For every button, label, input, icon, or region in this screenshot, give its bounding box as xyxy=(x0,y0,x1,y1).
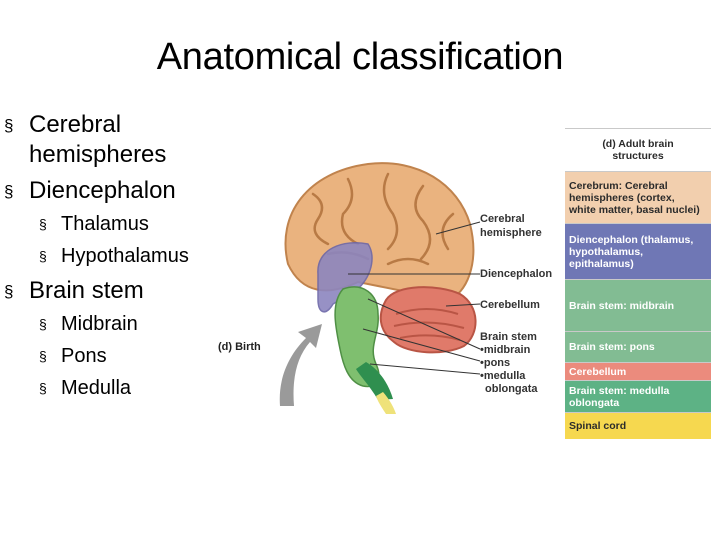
bullet-marker-icon: § xyxy=(39,380,47,396)
label-cerebral-line2: hemisphere xyxy=(480,227,542,239)
label-brainstem-line2: •midbrain xyxy=(480,344,531,356)
table-cell-line: Spinal cord xyxy=(569,420,627,432)
bullet-marker-icon: § xyxy=(4,182,14,201)
table-row: Spinal cord xyxy=(565,412,711,439)
sub-bullet-text: Hypothalamus xyxy=(61,245,189,267)
bullet-text: Diencephalon xyxy=(29,177,176,204)
structures-table: (d) Adult brain structures Cerebrum: Cer… xyxy=(565,128,711,439)
label-brainstem-line5: oblongata xyxy=(485,383,538,395)
table-cell-line: Cerebellum xyxy=(569,365,627,378)
spinal-cord-shape xyxy=(376,392,396,414)
table-cell-line: epithalamus) xyxy=(569,257,634,270)
sub-bullet-text: Thalamus xyxy=(61,213,149,235)
table-cell-line: hemispheres (cortex, xyxy=(569,191,675,204)
table-row: Cerebellum xyxy=(565,362,711,380)
label-cerebral: Cerebral hemisphere xyxy=(480,213,542,239)
sub-bullet-hypothalamus: § Hypothalamus xyxy=(0,244,230,268)
label-brainstem: Brain stem •midbrain •pons •medulla oblo… xyxy=(480,331,540,395)
table-row: Brain stem: midbrain xyxy=(565,279,711,331)
bullet-marker-icon: § xyxy=(39,348,47,364)
table-cell-line: Cerebrum: Cerebral xyxy=(569,179,668,192)
sub-bullet-text: Medulla xyxy=(61,377,132,399)
brain-figure: (d) Birth Cerebral hemisphere Diencephal… xyxy=(218,124,712,444)
bullet-marker-icon: § xyxy=(39,248,47,264)
sub-bullet-text: Midbrain xyxy=(61,313,138,335)
slide-title: Anatomical classification xyxy=(156,36,564,78)
bullet-text: Brain stem xyxy=(29,277,144,304)
bullet-text: Cerebral hemispheres xyxy=(29,111,167,168)
table-cell-line: Diencephalon (thalamus, xyxy=(569,233,694,246)
label-brainstem-line3: •pons xyxy=(480,357,510,369)
cerebrum-folds xyxy=(311,172,455,266)
table-cell-line: oblongata xyxy=(569,396,620,409)
label-diencephalon: Diencephalon xyxy=(480,268,552,280)
table-cell-line: hypothalamus, xyxy=(569,245,644,258)
sub-bullet-medulla: § Medulla xyxy=(0,376,230,400)
cerebellum-folds xyxy=(393,308,465,341)
sub-bullet-text: Pons xyxy=(61,345,107,367)
table-header-line1: (d) Adult brain xyxy=(602,138,674,150)
bullet-cerebral-hemispheres: § Cerebral hemispheres xyxy=(0,110,230,170)
bullet-marker-icon: § xyxy=(39,216,47,232)
bullet-diencephalon: § Diencephalon xyxy=(0,176,230,206)
label-brainstem-line4: •medulla xyxy=(480,370,526,382)
label-cerebellum: Cerebellum xyxy=(480,299,540,311)
label-brainstem-line1: Brain stem xyxy=(480,331,537,343)
table-row: Brain stem: medulla oblongata xyxy=(565,380,711,412)
medulla-shape xyxy=(356,362,393,400)
table-cell-line: Brain stem: pons xyxy=(569,341,655,353)
sub-bullet-pons: § Pons xyxy=(0,344,230,368)
sub-bullet-midbrain: § Midbrain xyxy=(0,312,230,336)
bullet-marker-icon: § xyxy=(4,116,14,135)
birth-label: (d) Birth xyxy=(218,341,261,353)
table-header-line2: structures xyxy=(612,150,664,162)
table-header: (d) Adult brain structures xyxy=(565,128,711,171)
cerebellum-shape xyxy=(379,286,477,354)
bullet-marker-icon: § xyxy=(4,282,14,301)
table-cell-line: white matter, basal nuclei) xyxy=(569,203,700,216)
table-cell-line: Brain stem: medulla xyxy=(569,384,670,397)
table-cell-line: Brain stem: midbrain xyxy=(569,299,675,312)
table-row: Brain stem: pons xyxy=(565,331,711,362)
arrow-icon xyxy=(279,324,322,406)
label-cerebral-line1: Cerebral xyxy=(480,213,525,225)
bullet-marker-icon: § xyxy=(39,316,47,332)
brain-illustration: (d) Birth Cerebral hemisphere Diencephal… xyxy=(218,162,552,414)
sub-bullet-thalamus: § Thalamus xyxy=(0,212,230,236)
table-row: Diencephalon (thalamus, hypothalamus, ep… xyxy=(565,223,711,279)
bullet-list: § Cerebral hemispheres § Diencephalon § … xyxy=(0,110,230,408)
bullet-brain-stem: § Brain stem xyxy=(0,276,230,306)
table-row: Cerebrum: Cerebral hemispheres (cortex, … xyxy=(565,171,711,223)
